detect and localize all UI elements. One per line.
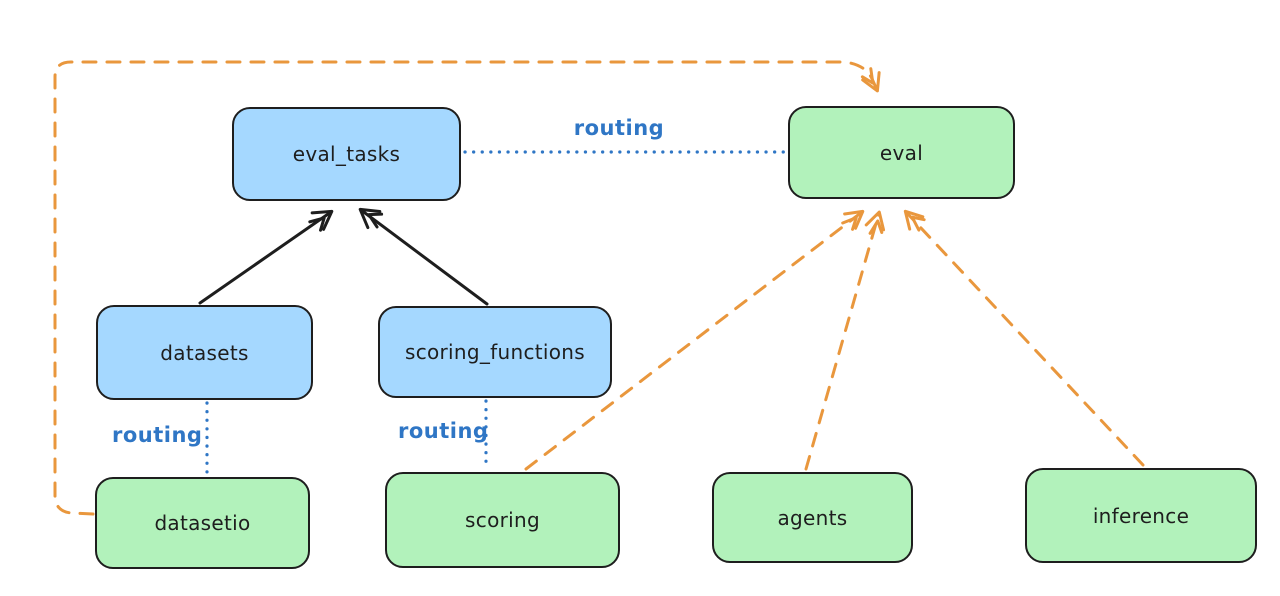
- node-inference: inference: [1025, 468, 1257, 563]
- node-eval: eval: [788, 106, 1015, 199]
- edge-inference-to-eval: [903, 209, 1145, 467]
- node-scoring_functions-label: scoring_functions: [404, 340, 586, 364]
- routing-label-scoring_functions-scoring: routing: [398, 419, 489, 443]
- node-agents: agents: [712, 472, 913, 563]
- node-eval-label: eval: [879, 140, 924, 165]
- node-scoring: scoring: [385, 472, 620, 568]
- node-datasetio-label: datasetio: [154, 511, 251, 535]
- routing-label-eval_tasks-eval: routing: [573, 116, 665, 140]
- node-eval_tasks: eval_tasks: [232, 107, 461, 201]
- node-datasets-label: datasets: [160, 340, 249, 365]
- routing-label-datasets-datasetio: routing: [112, 423, 203, 447]
- edge-scoring-to-eval: [524, 209, 865, 471]
- node-datasets: datasets: [96, 305, 313, 400]
- edge-datasets-to-eval_tasks: [198, 209, 334, 305]
- node-scoring_functions: scoring_functions: [378, 306, 612, 398]
- node-agents-label: agents: [777, 505, 848, 530]
- edge-datasetio-to-eval-loop: [53, 60, 881, 516]
- node-scoring-label: scoring: [465, 508, 540, 532]
- node-eval_tasks-label: eval_tasks: [292, 142, 401, 166]
- node-datasetio: datasetio: [95, 477, 310, 569]
- node-inference-label: inference: [1092, 503, 1190, 528]
- edge-scoring_functions-to-eval_tasks: [358, 207, 489, 306]
- edge-agents-to-eval: [804, 210, 886, 471]
